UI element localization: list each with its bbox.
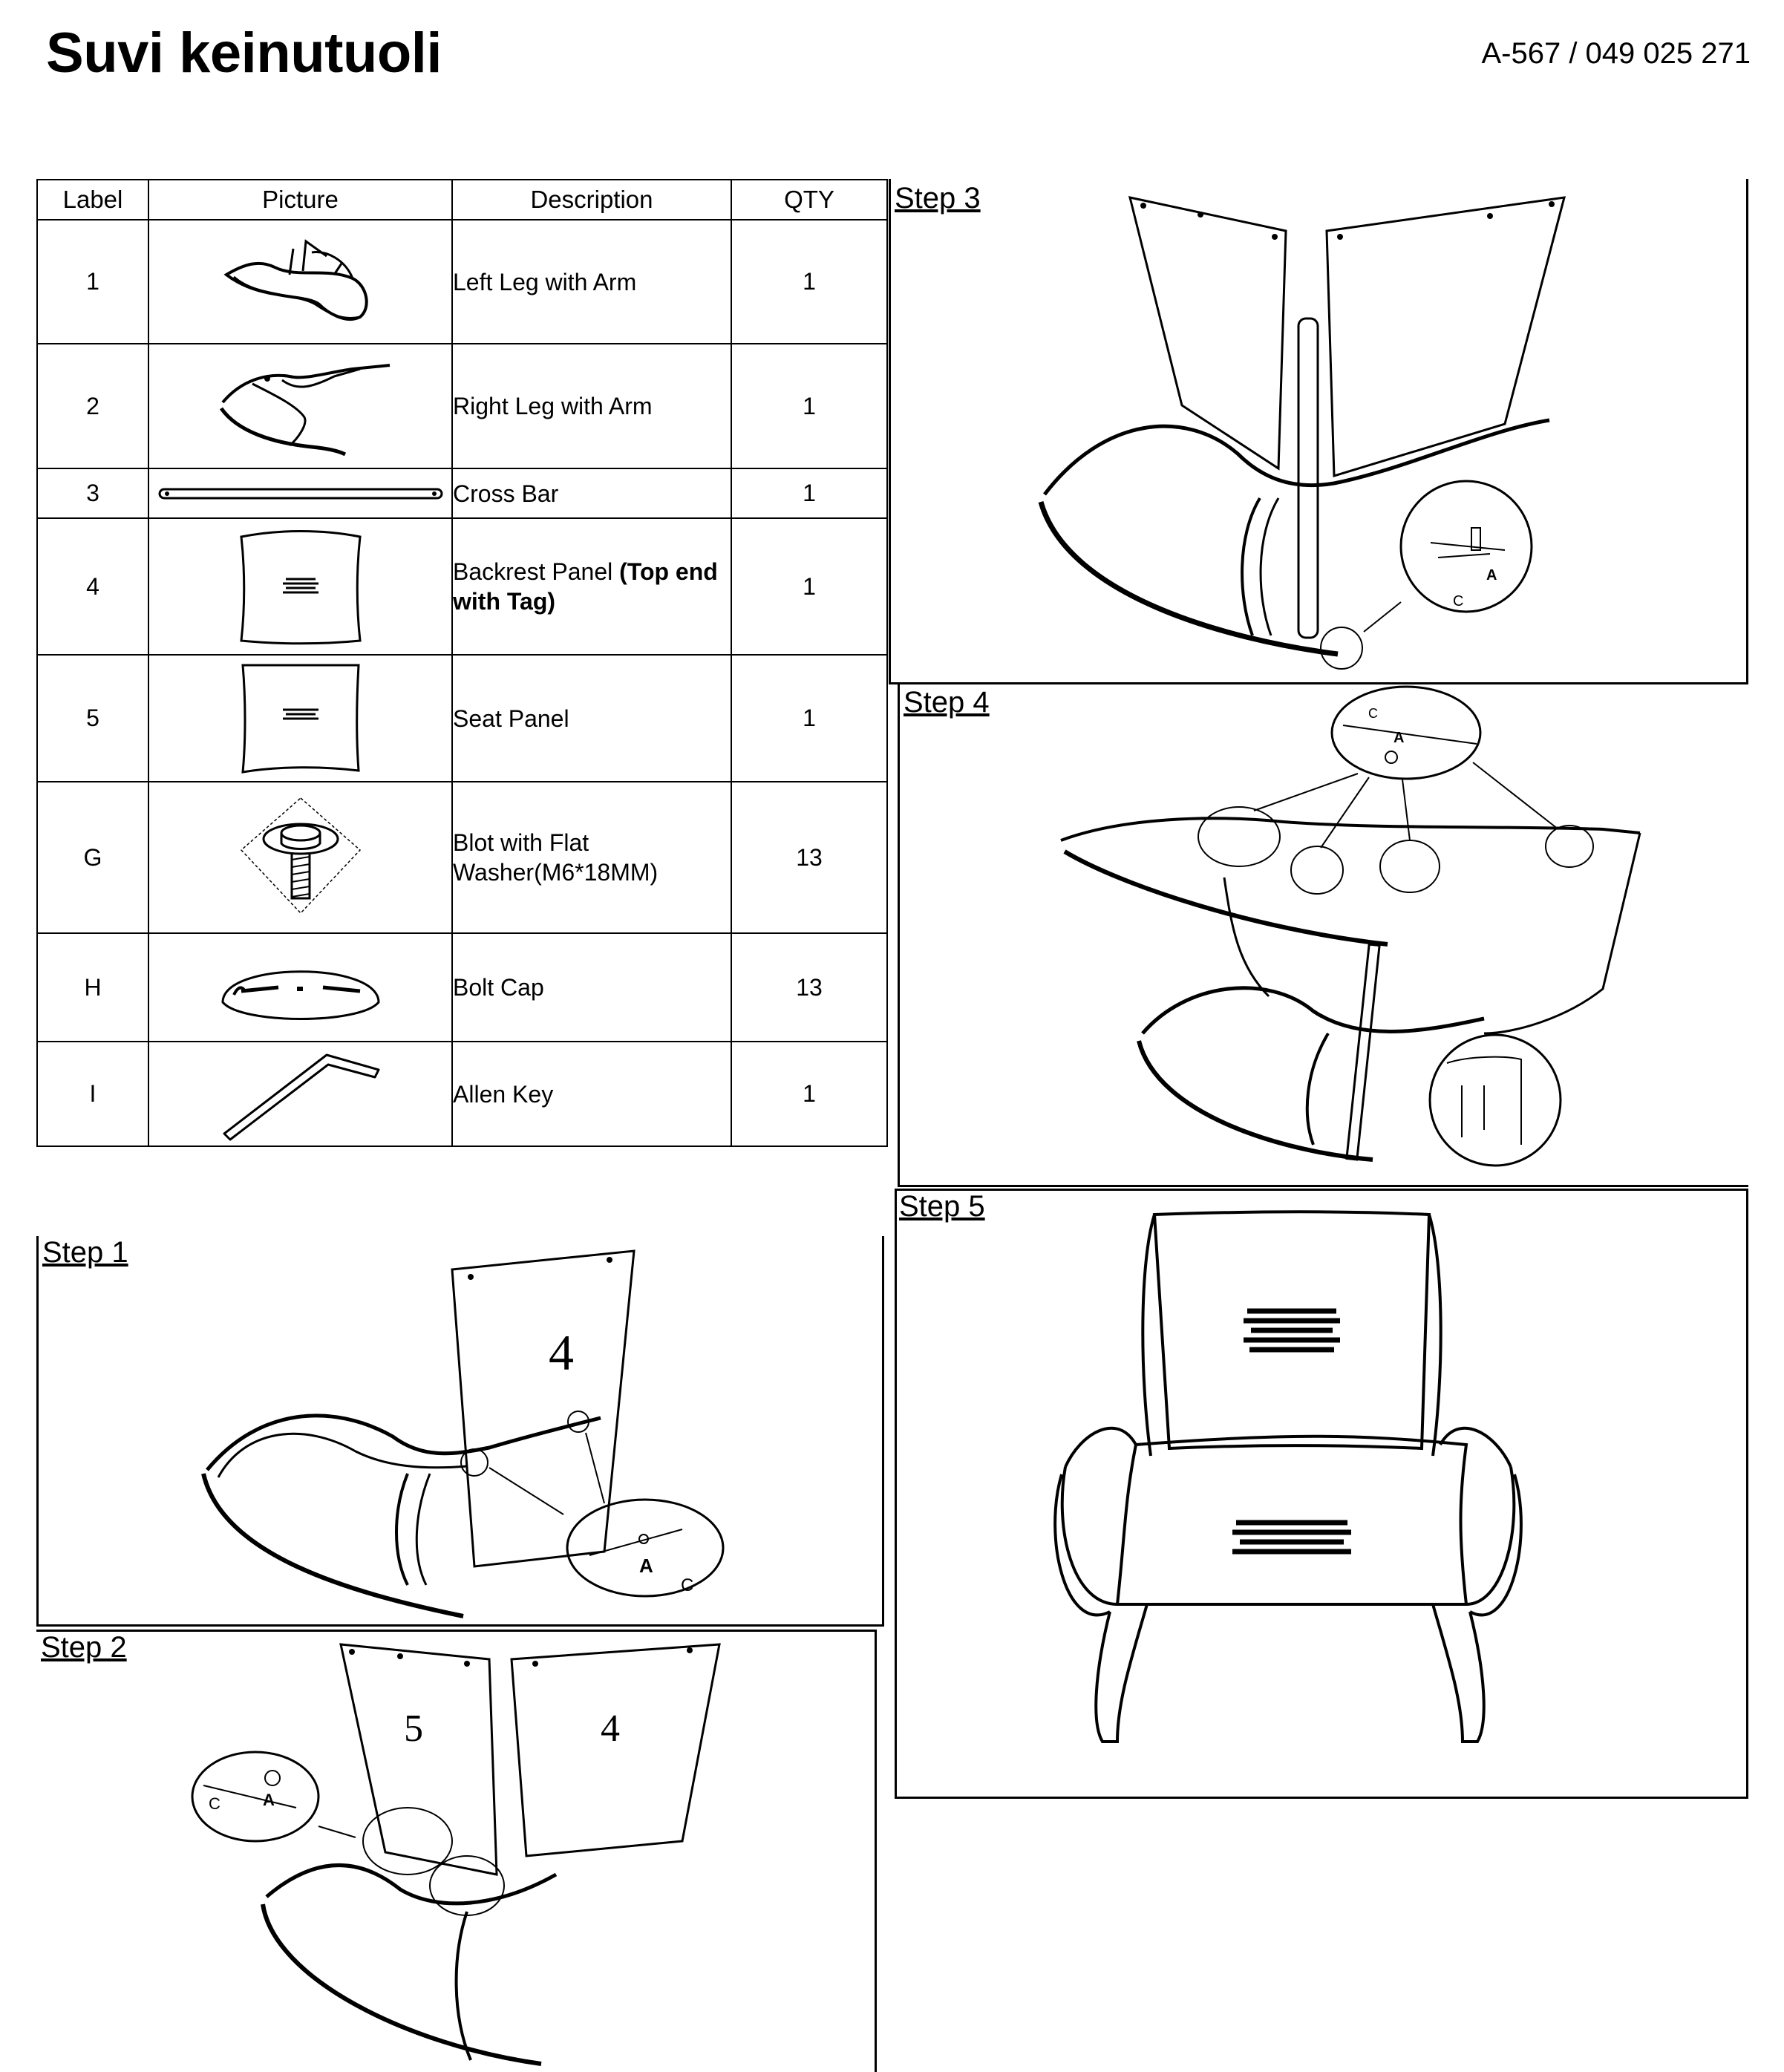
step-3-callout-a: A [1486,567,1497,584]
backrest-panel-icon [239,529,362,644]
step-4-callout-a: A [1393,730,1404,746]
step-1-illustration: 4 A C [201,1249,725,1618]
step-1-callout-a: A [639,1555,653,1577]
part-qty: 1 [731,468,888,519]
step-5-illustration [1053,1210,1523,1743]
part-label: I [36,1041,149,1147]
left-leg-with-arm-icon [223,238,368,321]
part-label: H [36,932,149,1042]
part-picture [148,1041,453,1147]
part-qty: 1 [731,343,888,469]
part-label: G [36,781,149,934]
step-4-illustration: A C [1060,685,1641,1167]
part-description: Seat Panel [451,654,732,782]
header-qty: QTY [731,179,888,220]
part-picture [148,219,453,344]
step-1-panel-number: 4 [549,1324,574,1381]
header-label: Label [36,179,149,220]
part-picture [148,781,453,934]
step-4-title: Step 4 [904,686,990,719]
table-row: 5 Seat Panel 1 [36,654,888,782]
part-picture [148,654,453,782]
part-qty: 1 [731,219,888,344]
seat-panel-icon [241,664,360,774]
part-label: 3 [36,468,149,519]
part-description-line2: Washer(M6*18MM) [453,859,659,886]
bolt-cap-icon [220,970,380,1020]
part-qty: 1 [731,654,888,782]
right-leg-with-arm-icon [219,364,390,457]
part-label: 1 [36,219,149,344]
table-row: 1 Left Leg with Arm 1 [36,219,888,344]
allen-key-icon [223,1053,379,1140]
cross-bar-icon [158,488,442,499]
part-label: 4 [36,517,149,656]
part-picture [148,932,453,1042]
step-2-title: Step 2 [41,1631,127,1664]
part-label: 5 [36,654,149,782]
seat-tag-icon [1232,1520,1351,1555]
step-2-panel: Step 2 5 4 A C [36,1630,877,2072]
step-4-panel: Step 4 A C [898,684,1748,1187]
document-number: A-567 / 049 025 271 [1481,37,1751,70]
part-description: Cross Bar [451,468,732,519]
step-3-title: Step 3 [895,182,981,215]
part-description-note: (Top end with Tag) [453,558,718,615]
step-3-panel: Step 3 A C [889,179,1748,684]
backrest-tag-icon [1244,1308,1340,1353]
page-title: Suvi keinutuoli [46,22,442,85]
part-description: Allen Key [451,1041,732,1147]
table-header-row: Label Picture Description QTY [36,179,888,220]
bolt-with-washer-icon [240,797,361,915]
table-row: 2 Right Leg with Arm 1 [36,343,888,469]
step-1-title: Step 1 [42,1236,128,1269]
header-picture: Picture [148,179,453,220]
part-description-line1: Blot with Flat [453,829,589,856]
part-description: Bolt Cap [451,932,732,1042]
part-description-main: Backrest Panel [453,558,620,585]
part-description: Left Leg with Arm [451,219,732,344]
table-row: 4 Backrest Panel (Top end with Tag) 1 [36,517,888,656]
step-2-panel-left-number: 5 [404,1707,423,1750]
part-picture [148,517,453,656]
table-row: H Bolt Cap 13 [36,932,888,1042]
part-label: 2 [36,343,149,469]
part-picture [148,468,453,519]
part-qty: 1 [731,517,888,656]
step-1-callout-c: C [681,1575,693,1595]
step-2-callout-c: C [209,1794,220,1813]
step-3-illustration: A C [1038,196,1566,670]
step-5-title: Step 5 [899,1190,985,1223]
table-row: I Allen Key 1 [36,1041,888,1147]
part-description: Right Leg with Arm [451,343,732,469]
part-picture [148,343,453,469]
part-qty: 1 [731,1041,888,1147]
step-4-callout-c: C [1368,706,1378,721]
part-qty: 13 [731,932,888,1042]
parts-table: Label Picture Description QTY 1 Left Leg… [36,179,888,1147]
header-description: Description [451,179,732,220]
part-description: Backrest Panel (Top end with Tag) [451,517,732,656]
table-row: 3 Cross Bar 1 [36,468,888,519]
step-3-callout-c: C [1453,593,1463,609]
step-1-panel: Step 1 4 A C [36,1236,884,1627]
step-2-illustration: 5 4 A C [191,1643,721,2066]
part-qty: 13 [731,781,888,934]
step-5-panel: Step 5 [895,1189,1748,1799]
step-2-callout-a: A [263,1791,275,1809]
step-2-panel-right-number: 4 [601,1707,620,1750]
